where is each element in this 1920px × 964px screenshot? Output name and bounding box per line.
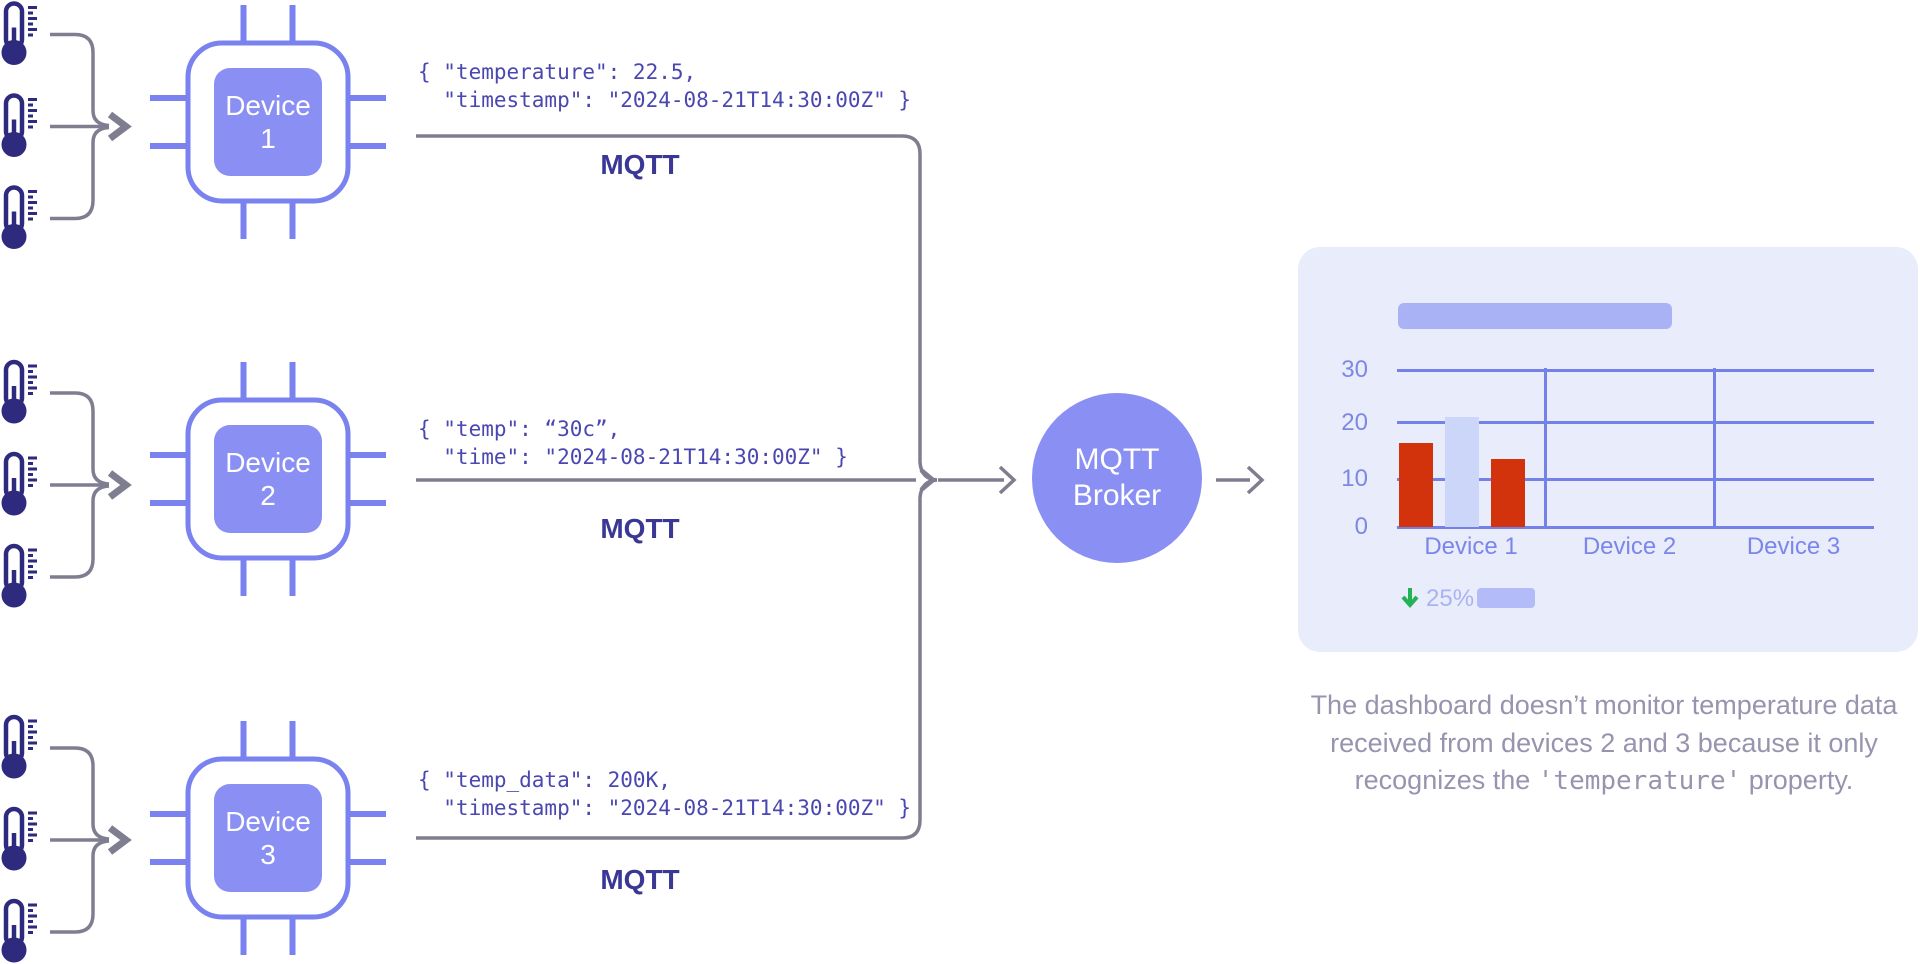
broker-label-line: MQTT [1074,443,1160,476]
device-2-label: Device 2 [188,445,348,513]
x-tick-label-device-1: Device 1 [1424,533,1518,560]
device-number: 3 [260,839,276,870]
chart-bar [1399,443,1433,527]
gridline-30 [1397,368,1874,372]
y-tick-label: 20 [1341,408,1368,436]
payload-line: "timestamp": "2024-08-21T14:30:00Z" } [418,88,912,112]
broker-input-arrowhead-icon [998,465,1017,495]
payload-device-1: { "temperature": 22.5, "timestamp": "202… [418,58,911,114]
payload-line: { "temperature": 22.5, [418,60,697,84]
merge-arrow [50,748,126,932]
mqtt-broker-circle [1032,393,1202,563]
category-divider [1543,368,1547,529]
thermometer-icon [3,362,38,423]
caption: The dashboard doesn’t monitor temperatur… [1294,687,1914,801]
broker-output-arrowhead-icon [1246,465,1265,495]
y-tick-label: 30 [1341,356,1368,383]
thermometer-group-3 [3,717,127,962]
device-name: Device [225,447,311,478]
caption-code-property: 'temperature' [1537,766,1742,796]
dashboard-card: 30 20 10 0 Device 1 Device 2 Device 3 25… [1298,247,1918,652]
thermometer-icon [3,546,38,607]
protocol-label-device-1: MQTT [600,149,680,180]
payload-line: "time": "2024-08-21T14:30:00Z" } [418,445,848,469]
thermometer-icon [3,809,38,870]
device-name: Device [225,806,311,837]
thermometer-icon [3,4,38,65]
trend-legend-placeholder-bar [1477,588,1535,608]
thermometer-icon [3,454,38,515]
x-tick-label-device-2: Device 2 [1582,533,1677,560]
merge-arrow [50,393,126,577]
thermometer-icon [3,96,38,157]
merge-chevron-icon [919,468,937,492]
trend-down-arrow-icon [1401,588,1419,609]
chart-bar [1491,459,1525,527]
chart-bar [1445,417,1479,527]
payload-line: "timestamp": "2024-08-21T14:30:00Z" } [418,796,912,820]
payload-line: { "temp": “30c”, [418,417,621,441]
device-3-label: Device 3 [188,804,348,872]
broker-label-line: Broker [1072,479,1162,512]
y-tick-label: 0 [1354,513,1368,540]
protocol-label-device-3: MQTT [600,864,680,895]
thermometer-icon [3,717,38,778]
mqtt-broker-label: MQTT Broker [1032,442,1202,514]
thermometer-icon [3,188,38,249]
y-tick-label: 10 [1341,465,1368,492]
caption-text: The dashboard doesn’t monitor temperatur… [1310,690,1898,795]
thermometer-icon [3,901,38,962]
device-1-label: Device 1 [188,88,348,156]
device-number: 1 [260,123,276,154]
trend-value: 25% [1426,585,1475,612]
gridline-20 [1397,421,1874,424]
gridline-0 [1397,525,1874,529]
thermometer-group-2 [3,362,127,607]
thermometer-group-1 [3,4,127,249]
chart-title-placeholder-bar [1398,303,1672,329]
message-flow-lines [416,134,1265,840]
x-tick-label-device-3: Device 3 [1746,533,1841,560]
payload-device-2: { "temp": “30c”, "time": "2024-08-21T14:… [418,415,848,471]
payload-line: { "temp_data": 200K, [418,768,671,792]
device-number: 2 [260,480,276,511]
category-divider [1712,368,1716,529]
device-name: Device [225,90,311,121]
caption-text: property. [1741,765,1854,795]
merge-arrow [50,35,126,219]
protocol-label-device-2: MQTT [600,513,680,544]
payload-device-3: { "temp_data": 200K, "timestamp": "2024-… [418,766,911,822]
gridline-10 [1397,477,1874,481]
